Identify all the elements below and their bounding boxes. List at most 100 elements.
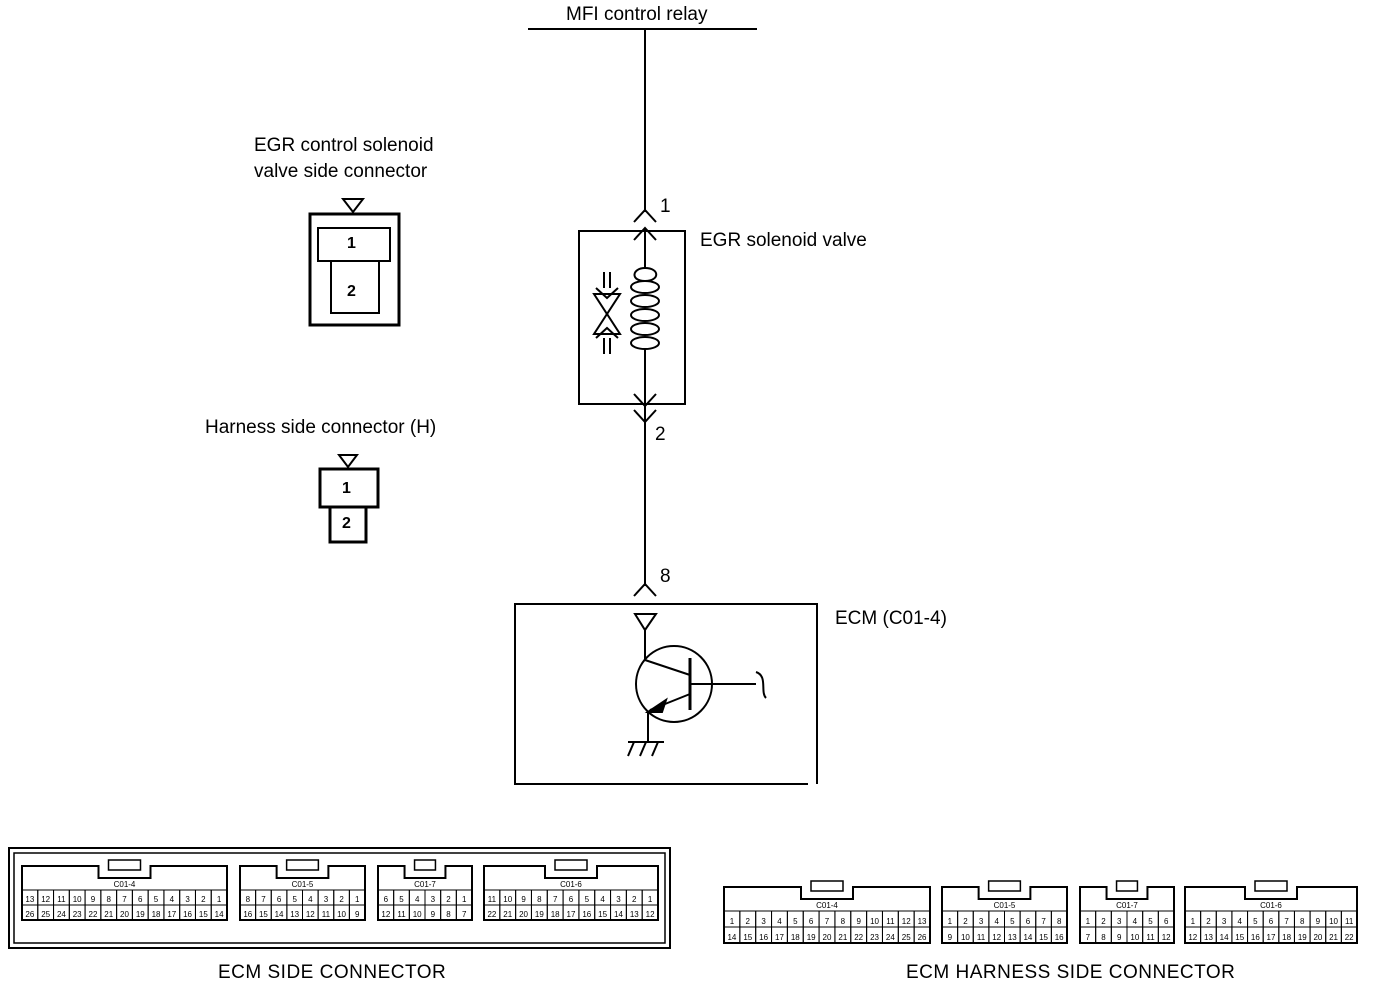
ecm-harness-pin-number: 15 <box>1039 933 1048 942</box>
ecm-side-pin-number: 12 <box>41 895 50 904</box>
ecm-harness-connector-id: C01-7 <box>1116 901 1138 910</box>
ecm-harness-pin-number: 18 <box>791 933 800 942</box>
ecm-side-pin-number: 7 <box>553 895 558 904</box>
ecm-harness-pin-cell <box>1340 926 1358 944</box>
ecm-harness-pin-number: 14 <box>1023 933 1032 942</box>
ecm-side-pin-number: 2 <box>446 895 451 904</box>
ecm-side-pin-number: 3 <box>324 895 329 904</box>
ecm-side-connector-id: C01-5 <box>292 880 314 889</box>
ecm-side-pin-number: 24 <box>57 910 66 919</box>
ecm-side-pin-number: 21 <box>503 910 512 919</box>
ecm-harness-pin-number: 11 <box>977 933 986 942</box>
ecm-harness-pin-number: 2 <box>1101 917 1106 926</box>
ecm-side-pin-number: 8 <box>107 895 112 904</box>
egr-valve-pin1: 1 <box>660 196 671 217</box>
ecm-side-pin-number: 6 <box>569 895 574 904</box>
ecm-side-pin-number: 16 <box>183 910 192 919</box>
ecm-harness-pin-number: 12 <box>992 933 1001 942</box>
ecm-harness-pin-number: 7 <box>1284 917 1289 926</box>
egr-valve-label: EGR solenoid valve <box>700 230 867 251</box>
ecm-side-pin-number: 1 <box>355 895 360 904</box>
valve-side-pin-2: 2 <box>347 283 356 300</box>
ecm-side-pin-number: 11 <box>397 910 406 919</box>
ecm-harness-connector-id: C01-6 <box>1260 901 1282 910</box>
valve-side-pin-1: 1 <box>347 235 356 252</box>
ecm-side-pin-number: 4 <box>415 895 420 904</box>
ecm-side-pin-number: 4 <box>600 895 605 904</box>
ecm-side-pin-number: 17 <box>567 910 576 919</box>
ecm-harness-connector-id: C01-5 <box>994 901 1016 910</box>
harness-side-pin-1: 1 <box>342 480 351 497</box>
ecm-side-pin-number: 20 <box>120 910 129 919</box>
ecm-harness-pin-number: 26 <box>918 933 927 942</box>
ecm-harness-pin-number: 4 <box>777 917 782 926</box>
ecm-harness-connector-title: ECM HARNESS SIDE CONNECTOR <box>906 962 1236 983</box>
ecm-harness-pin-number: 23 <box>870 933 879 942</box>
ecm-harness-pin-number: 3 <box>1222 917 1227 926</box>
harness-side-connector-icon <box>318 454 380 544</box>
ecm-side-pin-number: 20 <box>519 910 528 919</box>
ecm-harness-pin-cell <box>1157 926 1175 944</box>
ecm-harness-pin-number: 1 <box>730 917 735 926</box>
ecm-harness-pin-number: 11 <box>1146 933 1155 942</box>
ecm-side-connector-title: ECM SIDE CONNECTOR <box>218 962 447 983</box>
ecm-side-pin-number: 15 <box>199 910 208 919</box>
ecm-harness-pin-number: 8 <box>1057 917 1062 926</box>
ecm-harness-pin-number: 15 <box>743 933 752 942</box>
ecm-harness-pin-number: 7 <box>1086 933 1091 942</box>
ecm-side-pin-number: 18 <box>551 910 560 919</box>
ecm-side-pin-number: 16 <box>582 910 591 919</box>
ecm-side-pin-number: 6 <box>384 895 389 904</box>
ecm-harness-pin-number: 1 <box>948 917 953 926</box>
ecm-side-pin-cell <box>348 904 366 921</box>
ecm-side-pin-number: 4 <box>170 895 175 904</box>
ecm-harness-pin-number: 7 <box>1041 917 1046 926</box>
ecm-harness-pin-number: 14 <box>1220 933 1229 942</box>
ecm-harness-pin-number: 8 <box>1101 933 1106 942</box>
transistor-icon <box>635 645 767 742</box>
valve-side-connector-title-1: EGR control solenoid <box>254 135 434 156</box>
harness-side-connector-title: Harness side connector (H) <box>205 417 437 438</box>
valve-side-connector-icon <box>308 198 401 327</box>
ecm-harness-pin-number: 2 <box>1206 917 1211 926</box>
ecm-side-pin-number: 14 <box>614 910 623 919</box>
ecm-side-pin-number: 12 <box>646 910 655 919</box>
pin2-connector-mark <box>633 393 657 408</box>
ecm-harness-pin-number: 10 <box>1329 917 1338 926</box>
ecm-side-pin-number: 19 <box>535 910 544 919</box>
ecm-side-pin-number: 10 <box>413 910 422 919</box>
ecm-harness-pin-number: 13 <box>918 917 927 926</box>
ecm-side-pin-number: 2 <box>201 895 206 904</box>
ecm-harness-pin-cell <box>913 926 931 944</box>
ecm-side-pin-number: 10 <box>337 910 346 919</box>
ecm-side-pin-number: 11 <box>57 895 66 904</box>
ecm-box <box>514 603 818 785</box>
ecm-harness-pin-number: 18 <box>1282 933 1291 942</box>
solenoid-coil-icon <box>630 267 660 360</box>
ecm-harness-pin-number: 17 <box>775 933 784 942</box>
ecm-side-pin-number: 10 <box>73 895 82 904</box>
ecm-side-pin-number: 2 <box>339 895 344 904</box>
ecm-harness-pin-number: 21 <box>838 933 847 942</box>
ecm-side-pin-number: 6 <box>277 895 282 904</box>
ecm-harness-pin-number: 2 <box>963 917 968 926</box>
ecm-side-pin-number: 8 <box>537 895 542 904</box>
ecm-side-pin-number: 7 <box>122 895 127 904</box>
ecm-harness-pin-number: 16 <box>1251 933 1260 942</box>
ecm-harness-pin-number: 6 <box>1269 917 1274 926</box>
ecm-harness-pin-number: 22 <box>854 933 863 942</box>
ecm-harness-pin-number: 13 <box>1008 933 1017 942</box>
ecm-side-pin-number: 13 <box>290 910 299 919</box>
ecm-side-pin-number: 12 <box>381 910 390 919</box>
ecm-harness-pin-number: 2 <box>746 917 751 926</box>
ecm-side-pin-number: 19 <box>136 910 145 919</box>
ecm-harness-pin-number: 7 <box>825 917 830 926</box>
ecm-side-pin-number: 7 <box>261 895 266 904</box>
